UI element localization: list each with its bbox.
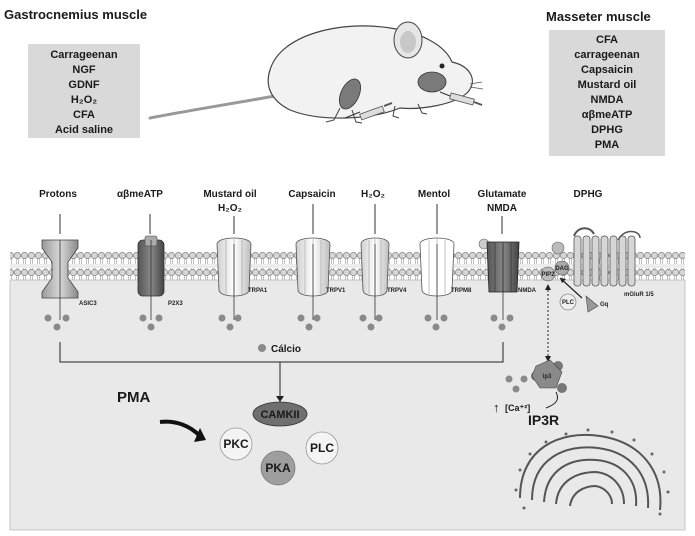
masseter-agent-box bbox=[549, 30, 665, 156]
masseter-agent: PMA bbox=[595, 139, 620, 151]
stimulus-dphg: DPHG bbox=[574, 189, 603, 200]
stimulus-h2o2: H₂O₂ bbox=[361, 189, 385, 200]
p2x3-channel: P2X3 bbox=[137, 214, 183, 320]
masseter-agent: carrageenan bbox=[574, 49, 640, 61]
stimulus-mustard-oil: Mustard oil bbox=[203, 189, 257, 200]
masseter-title: Masseter muscle bbox=[546, 9, 651, 24]
mglur-receptor: DAG PIP2 PLC Gq mGluR 1/5 bbox=[540, 227, 654, 313]
gastrocnemius-agent: Acid saline bbox=[55, 124, 113, 136]
trpv1-channel: TRPV1 bbox=[295, 204, 346, 320]
asic3-label: ASIC3 bbox=[79, 301, 97, 307]
plc-label: PLC bbox=[310, 441, 334, 455]
ip3-to-ip3r-line bbox=[545, 391, 559, 409]
camkii-enzyme: CAMKII bbox=[252, 401, 308, 427]
stimulus-glutamate: Glutamate bbox=[478, 189, 527, 200]
rat-illustration bbox=[148, 21, 484, 124]
masseter-agent: DPHG bbox=[591, 124, 623, 136]
gastrocnemius-agent-box bbox=[28, 44, 140, 138]
pkc-enzyme: PKC bbox=[219, 427, 253, 461]
mglur-label: mGluR 1/5 bbox=[624, 292, 654, 298]
pka-label: PKA bbox=[265, 461, 291, 475]
pkc-label: PKC bbox=[223, 437, 249, 451]
p2x3-label: P2X3 bbox=[168, 301, 183, 307]
stimulus-nmda: NMDA bbox=[487, 203, 517, 214]
cytoplasm bbox=[9, 279, 686, 531]
gastrocnemius-agent: GDNF bbox=[68, 79, 99, 91]
ca-increase-arrow: ↑ bbox=[493, 400, 500, 415]
pka-enzyme: PKA bbox=[260, 450, 296, 486]
gastrocnemius-agent: H₂O₂ bbox=[71, 94, 97, 106]
stimulus-mustard-h2o2: H₂O₂ bbox=[218, 203, 242, 214]
trpa1-label: TRPA1 bbox=[248, 288, 268, 294]
trpa1-channel: TRPA1 bbox=[216, 216, 268, 320]
gastrocnemius-agent: Carrageenan bbox=[50, 49, 118, 61]
trpv1-label: TRPV1 bbox=[326, 288, 346, 294]
stimulus-mentol: Mentol bbox=[418, 189, 450, 200]
trpv4-label: TRPV4 bbox=[387, 288, 407, 294]
gq-label: Gq bbox=[600, 302, 609, 308]
gastrocnemius-agent: CFA bbox=[73, 109, 95, 121]
asic3-channel: ASIC3 bbox=[41, 214, 97, 320]
masseter-agent: Mustard oil bbox=[578, 79, 637, 91]
syringe-gastrocnemius bbox=[344, 102, 393, 121]
calcium-ions bbox=[44, 314, 528, 393]
plc-small-label: PLC bbox=[562, 300, 575, 306]
calcio-label: Cálcio bbox=[271, 344, 301, 355]
pma-arrow bbox=[159, 419, 202, 438]
ip3-label: ip3 bbox=[543, 374, 552, 380]
camkii-label: CAMKII bbox=[260, 409, 299, 421]
masseter-agent: αβmeATP bbox=[582, 109, 633, 121]
gastrocnemius-title: Gastrocnemius muscle bbox=[4, 7, 147, 22]
gastrocnemius-agent: NGF bbox=[72, 64, 96, 76]
stimulus-abmeatp: αβmeATP bbox=[117, 189, 163, 200]
membrane-core bbox=[10, 264, 685, 268]
stimulus-capsaicin: Capsaicin bbox=[288, 189, 335, 200]
plc-enzyme: PLC bbox=[305, 431, 339, 465]
masseter-agent: CFA bbox=[596, 34, 618, 46]
nmda-receptor: NMDA bbox=[478, 216, 537, 320]
pma-label: PMA bbox=[117, 389, 151, 406]
nmda-label: NMDA bbox=[518, 288, 537, 294]
dag-label: DAG bbox=[555, 266, 569, 272]
pip2-label: PIP2 bbox=[541, 272, 555, 278]
ca-concentration-label: [Ca⁺²] bbox=[505, 403, 530, 413]
ip3-complex: ip3 bbox=[531, 359, 567, 393]
stimulus-protons: Protons bbox=[39, 189, 77, 200]
trpm8-label: TRPM8 bbox=[451, 288, 472, 294]
endoplasmic-reticulum bbox=[519, 434, 662, 511]
syringe-masseter bbox=[439, 91, 483, 106]
convergence-bracket bbox=[59, 342, 504, 363]
trpv4-channel: TRPV4 bbox=[360, 204, 407, 320]
trpm8-channel: TRPM8 bbox=[419, 204, 472, 320]
masseter-agent: NMDA bbox=[591, 94, 624, 106]
masseter-agent: Capsaicin bbox=[581, 64, 633, 76]
er-ribosomes bbox=[514, 428, 670, 516]
ip3r-label: IP3R bbox=[528, 412, 559, 428]
